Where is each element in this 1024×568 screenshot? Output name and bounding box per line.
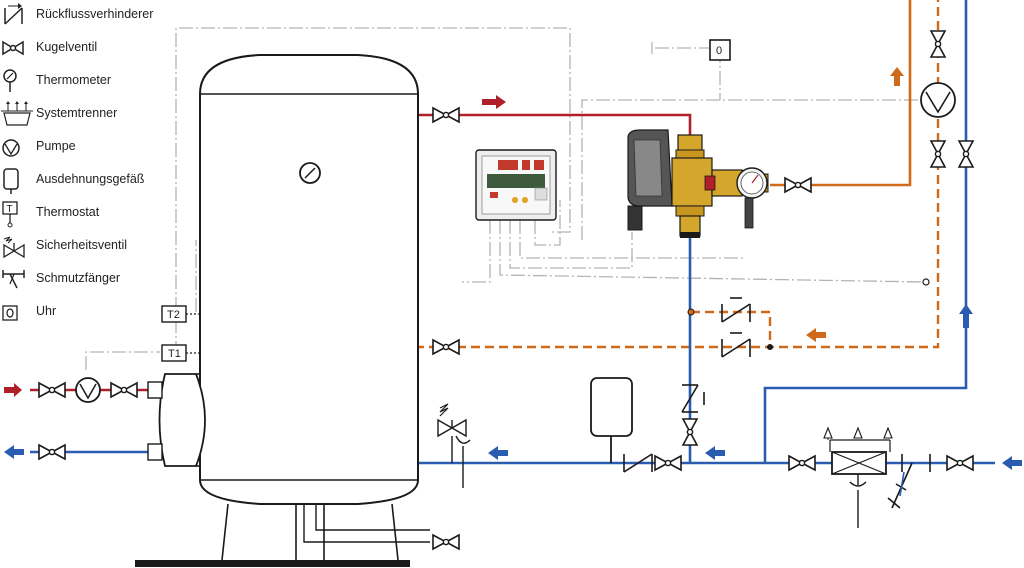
legend-item-ball-valve: Kugelventil: [0, 33, 170, 63]
safety-valve-icon: [3, 236, 25, 259]
check-valve-icon: [721, 332, 751, 358]
ball-valve-icon: [788, 455, 816, 471]
junction-dot: [767, 344, 773, 350]
legend-label: Pumpe: [36, 139, 76, 153]
dirt-trap-icon: [887, 454, 931, 509]
ball-valve-icon: [930, 30, 946, 58]
thermostat-t2: T2: [161, 305, 200, 323]
ball-valve-icon: [958, 140, 974, 168]
legend-label: Thermometer: [36, 73, 112, 87]
ball-valve-icon: [38, 382, 66, 398]
ball-valve-icon: [946, 455, 974, 471]
circulation-lines: [415, 0, 940, 349]
legend-label: Systemtrenner: [36, 106, 118, 120]
dirt-trap-icon: [2, 270, 25, 289]
thermostat-icon: T: [2, 201, 18, 228]
pump-icon: [2, 139, 20, 157]
valve-actuator: [627, 129, 673, 231]
ball-valve-icon: [432, 534, 460, 550]
mixing-valve: [671, 134, 769, 238]
legend-item-dirt-trap: Schmutzfänger: [0, 264, 170, 294]
legend-label: Sicherheitsventil: [36, 238, 128, 252]
controller-unit: [475, 149, 557, 221]
ball-valve-icon: [38, 444, 66, 460]
thermometer-icon: [299, 162, 321, 184]
pump-icon: [920, 82, 956, 118]
legend-item-safety-valve: Sicherheitsventil: [0, 231, 170, 261]
legend-item-clock: Uhr: [0, 297, 170, 327]
storage-tank: [135, 54, 430, 567]
thermostat-t1: T1: [161, 344, 200, 362]
pump-icon: [75, 377, 101, 403]
legend-item-expansion-vessel: Ausdehnungsgefäß: [0, 165, 170, 195]
system-separator-icon: [823, 426, 893, 528]
check-valve-icon: [681, 384, 705, 413]
legend-item-check-valve: Rückflussverhinderer: [0, 0, 170, 30]
check-valve-icon: [4, 3, 23, 25]
clock-icon: 0: [651, 39, 731, 61]
legend: Rückflussverhinderer Kugelventil Thermom…: [0, 0, 170, 330]
legend-label: Schmutzfänger: [36, 271, 121, 285]
svg-text:T: T: [7, 204, 13, 215]
legend-label: Thermostat: [36, 205, 100, 219]
clock-symbol: 0: [716, 45, 722, 57]
check-valve-icon: [623, 453, 653, 473]
flow-arrows: [4, 67, 1022, 470]
thermostat-label: T2: [167, 309, 180, 321]
thermometer-icon: [3, 69, 17, 92]
expansion-vessel-icon: [3, 168, 19, 194]
hot-return-line: [770, 0, 912, 187]
legend-item-pump: Pumpe: [0, 132, 170, 162]
expansion-vessel-icon: [590, 377, 633, 463]
ball-valve-icon: [930, 140, 946, 168]
system-separator-icon: [1, 101, 33, 126]
ball-valve-icon: [110, 382, 138, 398]
junction-dot: [687, 308, 695, 316]
legend-label: Kugelventil: [36, 40, 98, 54]
thermostat-label: T1: [168, 348, 181, 360]
legend-label: Uhr: [36, 304, 57, 318]
clock-icon: [2, 305, 18, 321]
ball-valve-icon: [784, 177, 812, 193]
legend-item-thermostat: T Thermostat: [0, 198, 170, 228]
legend-item-thermometer: Thermometer: [0, 66, 170, 96]
ball-valve-icon: [2, 40, 24, 56]
junction-dot: [922, 278, 930, 286]
heat-exchanger: [147, 373, 206, 467]
check-valve-icon: [721, 297, 751, 323]
ball-valve-icon: [682, 418, 698, 446]
legend-item-system-separator: Systemtrenner: [0, 99, 170, 129]
safety-valve-icon: [437, 403, 471, 488]
ball-valve-icon: [654, 455, 682, 471]
legend-label: Ausdehnungsgefäß: [36, 172, 145, 186]
ball-valve-icon: [432, 107, 460, 123]
legend-label: Rückflussverhinderer: [36, 7, 154, 21]
control-lines: [85, 27, 928, 370]
ball-valve-icon: [432, 339, 460, 355]
